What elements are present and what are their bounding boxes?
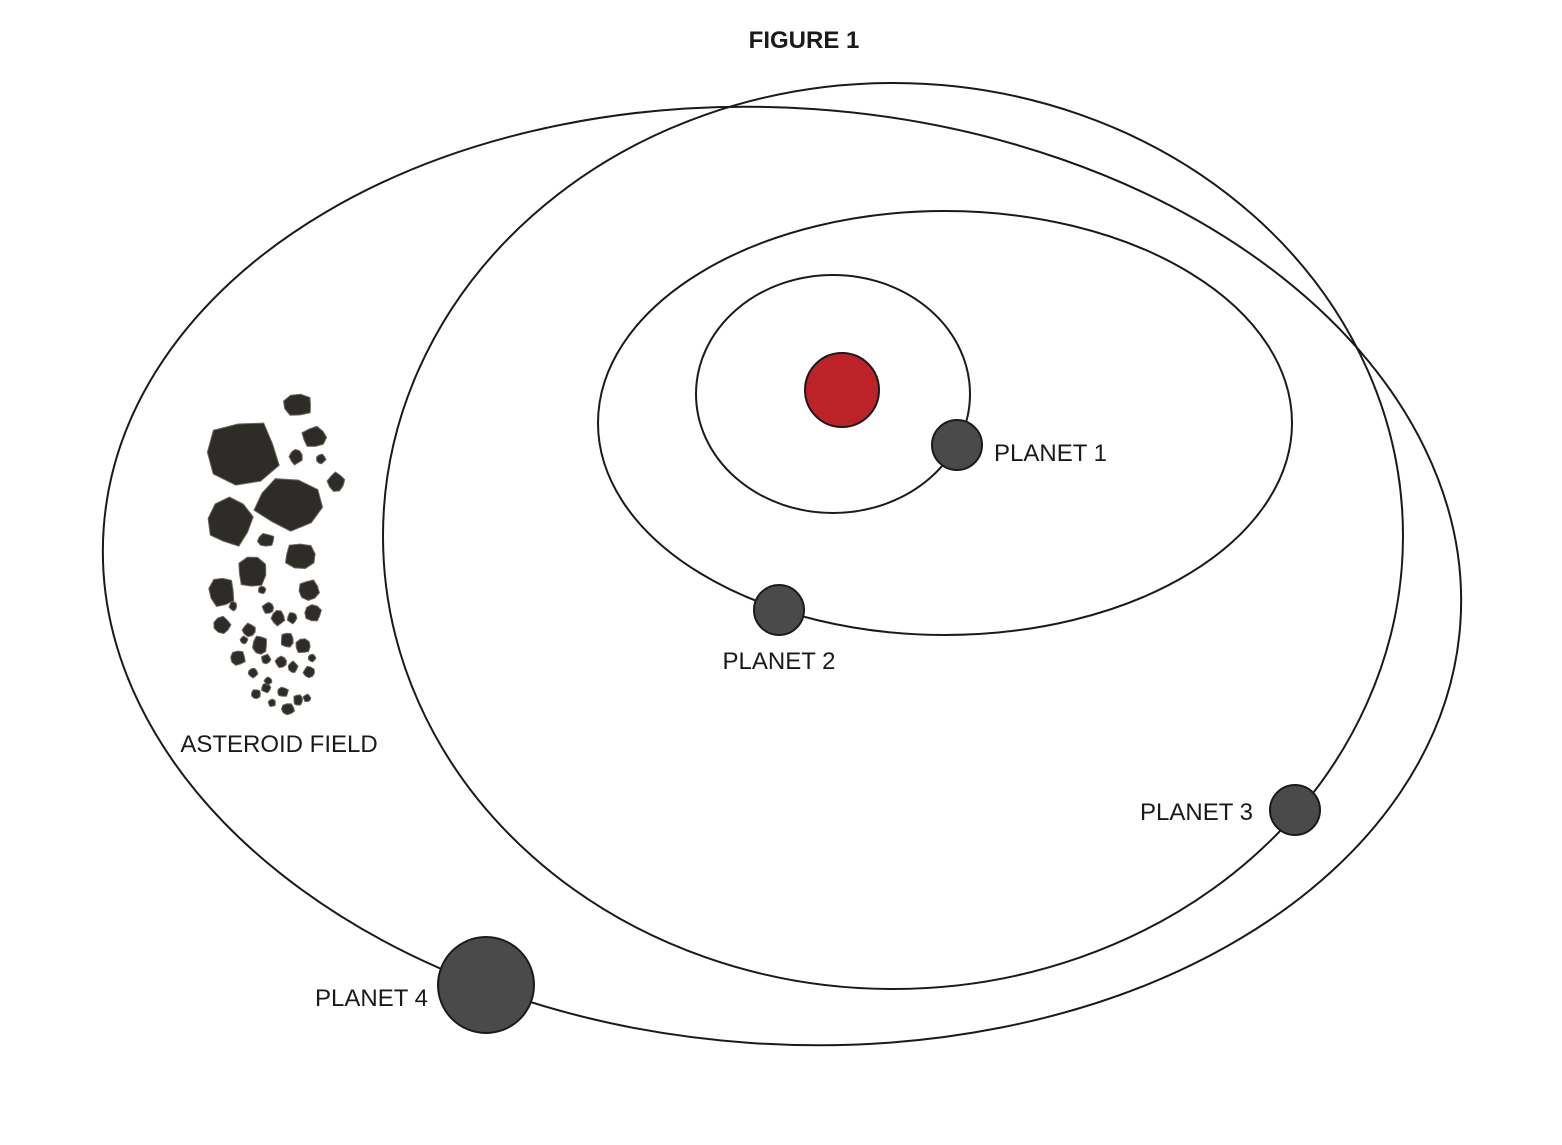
asteroid-rock (206, 422, 280, 486)
asteroid-rock (298, 579, 320, 601)
asteroid-rock (208, 577, 235, 608)
asteroid-rock (253, 478, 324, 532)
asteroid-rock (239, 635, 249, 645)
orbit-planet-3 (382, 82, 1404, 990)
planet-4-label: PLANET 4 (315, 985, 428, 1012)
asteroid-rock (326, 471, 346, 492)
asteroid-field (206, 393, 346, 716)
planet-1-label: PLANET 1 (994, 440, 1107, 467)
asteroid-rock (301, 425, 328, 447)
asteroid-rock (280, 703, 296, 716)
asteroid-rock (284, 543, 316, 570)
planet-3-label: PLANET 3 (1140, 799, 1253, 826)
planet-2 (753, 584, 805, 636)
asteroid-rock (261, 601, 275, 614)
asteroid-rock (238, 556, 267, 587)
asteroid-rock (256, 532, 275, 547)
asteroid-rock (261, 653, 272, 665)
asteroid-rock (257, 585, 267, 595)
asteroid-rock (213, 615, 232, 635)
asteroid-rock (295, 638, 311, 654)
orbit-planet-2 (597, 210, 1293, 636)
orbit-planet-1 (695, 274, 971, 514)
asteroid-rock (228, 600, 238, 612)
asteroid-rock (302, 693, 312, 703)
asteroid-field-label: ASTEROID FIELD (180, 731, 377, 758)
asteroid-rock (207, 496, 254, 547)
asteroid-rock (315, 453, 327, 465)
figure-title: FIGURE 1 (749, 27, 860, 54)
asteroid-rock (247, 667, 259, 679)
planet-1 (931, 419, 983, 471)
planet-2-label: PLANET 2 (723, 648, 836, 675)
asteroid-rock (252, 635, 267, 655)
asteroid-rock (263, 676, 273, 686)
asteroid-rock (267, 698, 276, 708)
asteroid-rock (230, 650, 246, 666)
asteroid-rock (270, 609, 286, 627)
asteroid-rock (288, 448, 303, 466)
asteroid-rock (287, 660, 299, 674)
asteroid-rock (241, 622, 256, 638)
asteroid-rock (277, 686, 289, 697)
asteroid-rock (304, 604, 322, 622)
asteroid-rock (274, 655, 288, 669)
asteroid-rock (293, 694, 303, 706)
orbit-planet-4 (101, 105, 1463, 1047)
asteroid-rock (302, 665, 315, 679)
planet-3 (1269, 784, 1321, 836)
asteroid-rock (307, 653, 317, 663)
asteroid-rock (260, 682, 272, 694)
asteroid-rock (280, 632, 294, 648)
asteroid-rock (283, 393, 312, 416)
star (804, 352, 880, 428)
asteroid-rock (251, 689, 261, 700)
asteroid-rock (286, 612, 298, 625)
planet-4 (437, 936, 535, 1034)
